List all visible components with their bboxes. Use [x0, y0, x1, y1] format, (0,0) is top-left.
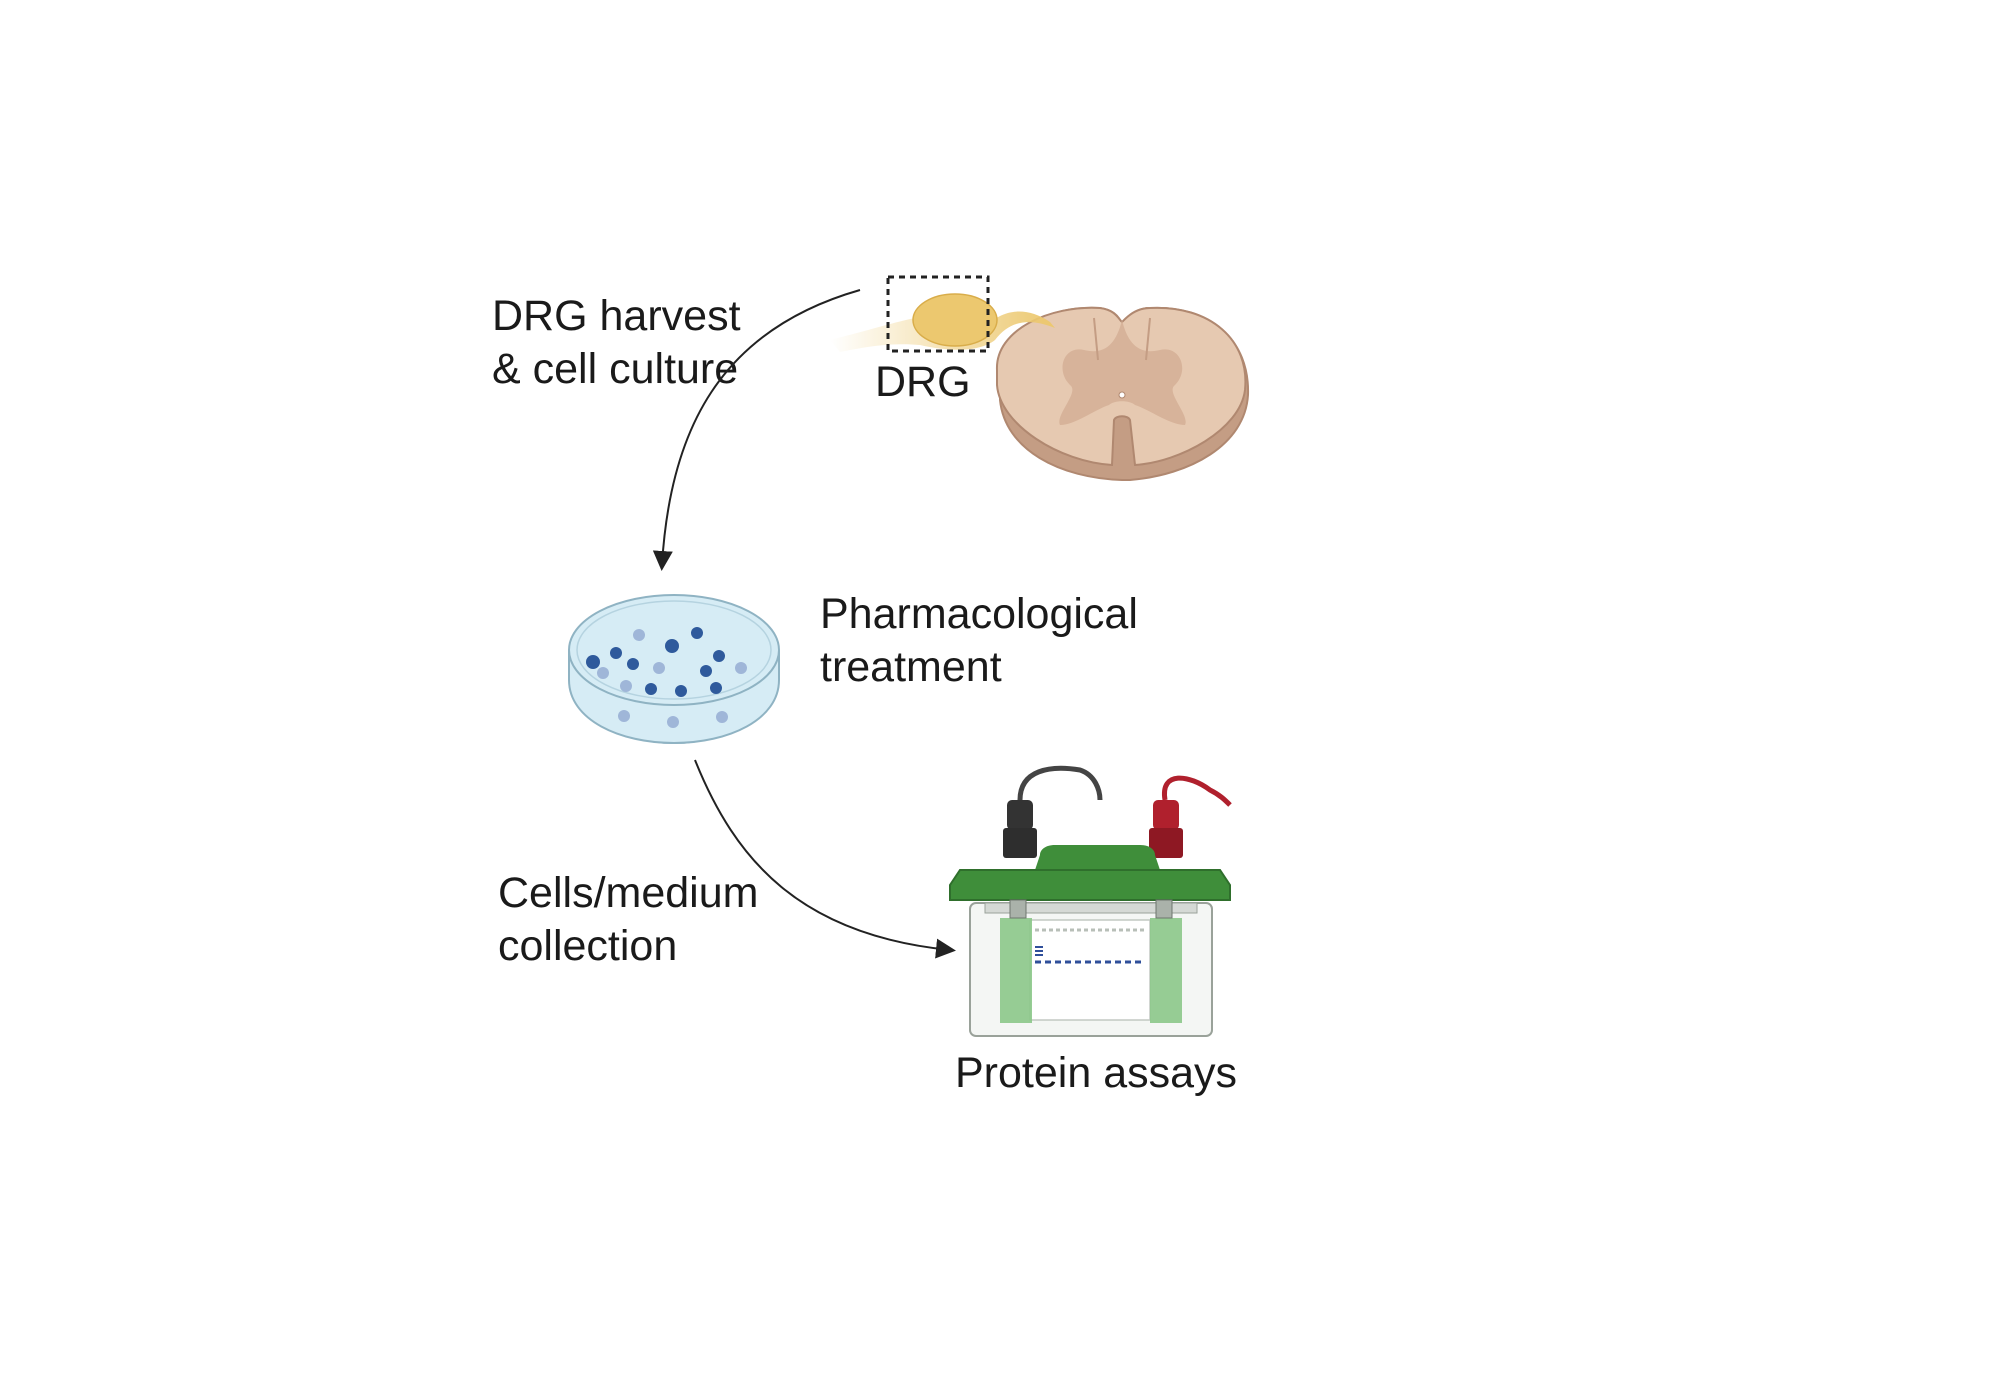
gel-electrophoresis-icon — [949, 765, 1232, 1037]
black-plug — [1007, 800, 1033, 830]
drg-highlight-box — [886, 275, 990, 353]
central-canal — [1118, 391, 1126, 399]
drg-label: DRG — [875, 358, 971, 406]
petri-dish-icon — [568, 594, 780, 745]
black-lead — [1017, 765, 1103, 801]
grey-matter — [1059, 320, 1186, 425]
ladder — [1035, 946, 1043, 956]
treatment-label-line2: treatment — [820, 643, 1002, 691]
red-lead — [1162, 775, 1232, 807]
right-clamp — [1150, 918, 1182, 1023]
left-clamp — [1000, 918, 1032, 1023]
drg-ganglion — [912, 293, 998, 347]
spinal-cord-icon — [830, 275, 1250, 481]
treatment-label-line1: Pharmacological — [820, 590, 1138, 638]
cultured-cells — [586, 627, 747, 728]
arrow-dish-to-assays — [694, 759, 956, 959]
red-plug — [1153, 800, 1179, 830]
assays-label: Protein assays — [955, 1049, 1237, 1097]
collection-label-line2: collection — [498, 922, 677, 970]
collection-label-line1: Cells/medium — [498, 869, 758, 917]
gel-cassette — [1029, 919, 1151, 1021]
gel-lid — [949, 869, 1231, 901]
harvest-label-line2: & cell culture — [492, 345, 738, 393]
harvest-label-line1: DRG harvest — [492, 292, 741, 340]
arrow-harvest-to-dish — [652, 289, 861, 571]
